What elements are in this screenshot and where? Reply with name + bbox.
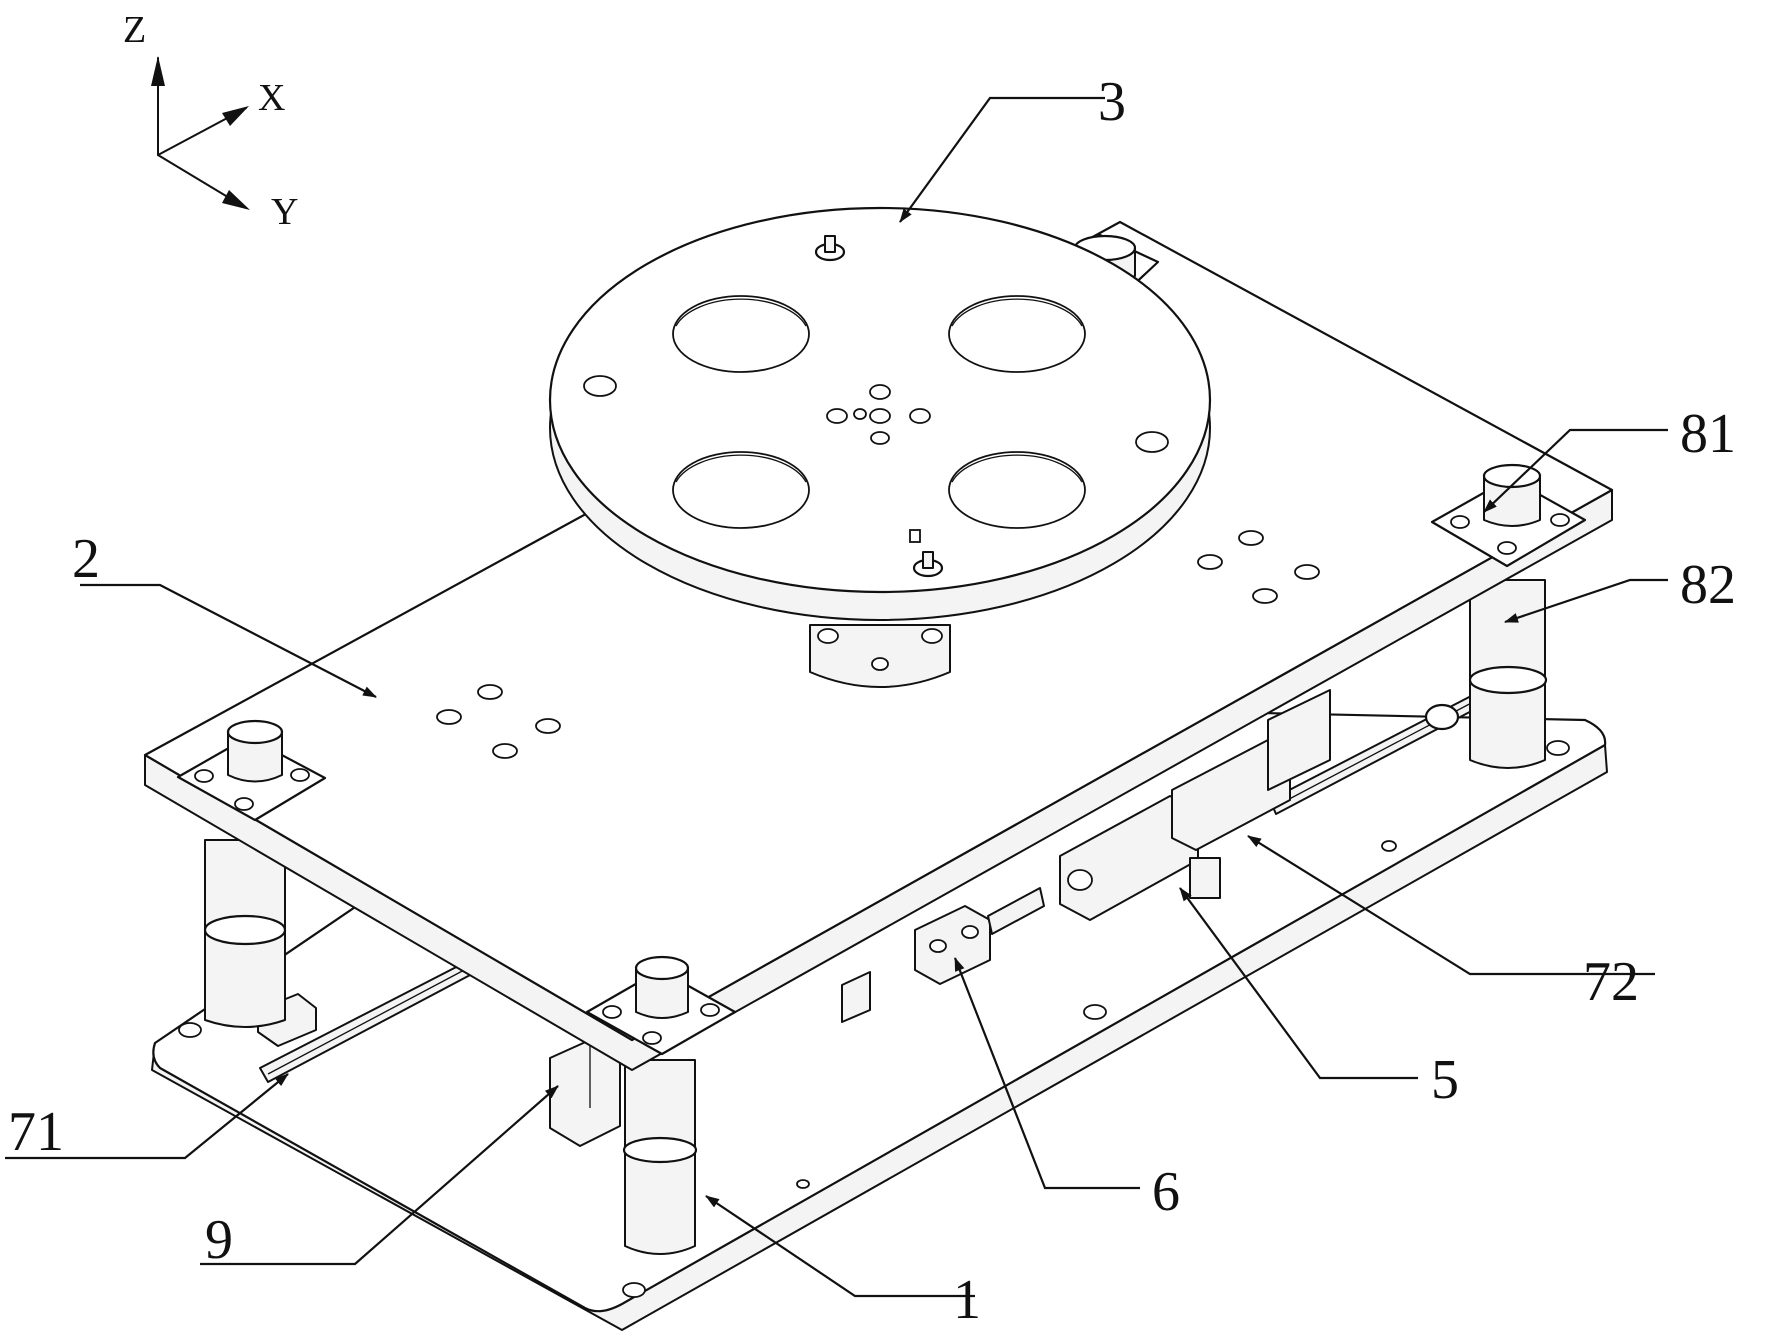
- center-hole: [910, 409, 930, 423]
- pillar-collar: [205, 916, 285, 944]
- z-axis-label: Z: [123, 9, 146, 51]
- disc-screw: [1136, 432, 1168, 452]
- plate-hole: [493, 744, 517, 758]
- label-71: 71: [8, 1101, 64, 1163]
- bushing-screw: [1498, 542, 1516, 554]
- label-9: 9: [205, 1209, 233, 1271]
- bushing-screw: [701, 1004, 719, 1016]
- plate-hole: [437, 710, 461, 724]
- disc-pocket: [949, 452, 1085, 528]
- plate-hole: [478, 685, 502, 699]
- disc-pocket: [673, 452, 809, 528]
- hub-bolt: [872, 658, 888, 670]
- bushing-screw: [195, 770, 213, 782]
- plate-hole: [1239, 531, 1263, 545]
- center-hole: [827, 409, 847, 423]
- label-5: 5: [1431, 1049, 1459, 1111]
- rail-72-end: [1426, 705, 1458, 729]
- base-hole: [1084, 1005, 1106, 1019]
- disc-marker: [910, 530, 920, 542]
- label-1: 1: [953, 1269, 981, 1331]
- center-hole: [870, 385, 890, 399]
- plate-hole: [1295, 565, 1319, 579]
- y-axis-arrow: [222, 190, 250, 210]
- base-hole: [179, 1023, 201, 1037]
- base-hole: [1547, 741, 1569, 755]
- bushing-cap: [636, 957, 688, 979]
- bushing-screw: [643, 1032, 661, 1044]
- center-hole: [871, 432, 889, 444]
- label-81: 81: [1680, 403, 1736, 465]
- disc-stud-pin: [923, 552, 933, 568]
- bushing-screw: [603, 1006, 621, 1018]
- center-hole: [870, 409, 890, 423]
- disc-top: [550, 208, 1210, 592]
- disc-stud-pin: [825, 236, 835, 252]
- pillar-collar: [1470, 667, 1546, 693]
- bushing-screw: [235, 798, 253, 810]
- disc-pocket: [949, 296, 1085, 372]
- x-axis-arrow: [222, 106, 249, 126]
- plate-hole: [1253, 589, 1277, 603]
- block-6-bolt: [962, 926, 978, 938]
- leader-3: [900, 98, 1105, 222]
- center-hole: [854, 409, 866, 419]
- bushing-cap: [1484, 465, 1540, 487]
- base-hole: [797, 1180, 809, 1188]
- base-hole: [623, 1283, 645, 1297]
- bushing-screw: [1451, 516, 1469, 528]
- label-2: 2: [72, 528, 100, 590]
- bushing-screw: [291, 769, 309, 781]
- bushing-cap: [228, 721, 282, 743]
- y-axis-label: Y: [271, 191, 298, 233]
- slider-5-bolt: [1068, 870, 1092, 890]
- hub-bolt: [922, 629, 942, 643]
- slider-5-clip: [1190, 858, 1220, 898]
- hub-bolt: [818, 629, 838, 643]
- x-axis-label: X: [258, 77, 285, 119]
- axis-triad: Z X Y: [123, 9, 298, 233]
- base-hole: [1382, 841, 1396, 851]
- pillar-collar: [624, 1138, 696, 1162]
- disc-pocket: [673, 296, 809, 372]
- label-82: 82: [1680, 554, 1736, 616]
- plate-hole: [536, 719, 560, 733]
- label-72: 72: [1583, 951, 1639, 1013]
- label-6: 6: [1152, 1161, 1180, 1223]
- label-3: 3: [1098, 71, 1126, 133]
- plate-hole: [1198, 555, 1222, 569]
- block-6-bolt: [930, 940, 946, 952]
- disc-screw: [584, 376, 616, 396]
- bushing-screw: [1551, 514, 1569, 526]
- z-axis-arrow: [151, 56, 165, 86]
